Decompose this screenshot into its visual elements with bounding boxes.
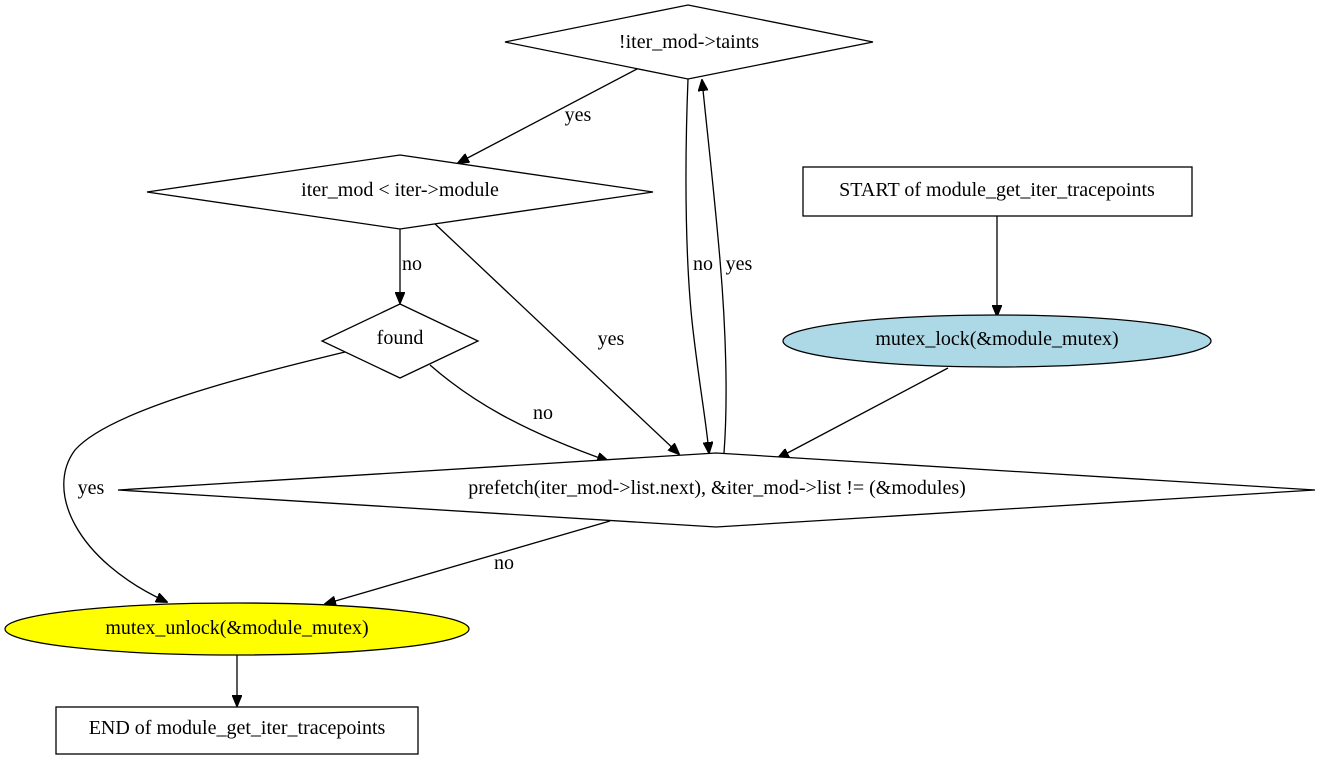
node-start-box: START of module_get_iter_tracepoints	[802, 166, 1193, 217]
edge-label-itermod-to-loop: yes	[598, 328, 625, 350]
edge-label-taints-to-loop: no	[693, 253, 713, 275]
edges	[63, 68, 997, 604]
node-taints-label: !iter_mod->taints	[619, 31, 759, 53]
node-lock-ellipse: mutex_lock(&module_mutex)	[782, 314, 1212, 368]
edge-found-to-unlock	[63, 351, 346, 602]
node-found-label: found	[377, 327, 424, 349]
edge-label-found-to-loop: no	[533, 402, 553, 424]
node-itermod-label: iter_mod < iter->module	[301, 179, 499, 201]
edge-lock-to-loop	[778, 367, 949, 458]
node-unlock-ellipse: mutex_unlock(&module_mutex)	[4, 602, 470, 656]
edge-loop-to-unlock	[325, 520, 611, 604]
node-found-decision: found	[320, 303, 480, 379]
edge-label-itermod-to-found: no	[402, 253, 422, 275]
edge-found-to-loop	[429, 364, 608, 461]
nodes: !iter_mod->taints iter_mod < iter->modul…	[4, 4, 1316, 755]
node-start-label: START of module_get_iter_tracepoints	[839, 179, 1155, 201]
node-loop-label: prefetch(iter_mod->list.next), &iter_mod…	[468, 477, 966, 499]
node-taints-decision: !iter_mod->taints	[504, 4, 874, 80]
edge-loop-to-taints	[702, 80, 727, 454]
edge-taints-to-loop	[685, 78, 709, 453]
node-loop-decision: prefetch(iter_mod->list.next), &iter_mod…	[117, 452, 1316, 528]
node-unlock-label: mutex_unlock(&module_mutex)	[105, 617, 368, 639]
node-itermod-decision: iter_mod < iter->module	[146, 154, 654, 230]
edge-labels: yes no no yes yes no yes no	[78, 104, 753, 574]
node-end-box: END of module_get_iter_tracepoints	[55, 706, 419, 755]
edge-itermod-to-loop	[432, 221, 679, 454]
edge-label-loop-to-taints: yes	[726, 253, 753, 275]
node-end-label: END of module_get_iter_tracepoints	[89, 717, 386, 739]
edge-label-found-to-unlock: yes	[78, 477, 105, 499]
edge-label-loop-to-unlock: no	[494, 552, 514, 574]
edge-label-taints-to-itermod: yes	[565, 104, 592, 126]
node-lock-label: mutex_lock(&module_mutex)	[875, 328, 1118, 350]
edge-taints-to-itermod	[458, 68, 638, 163]
